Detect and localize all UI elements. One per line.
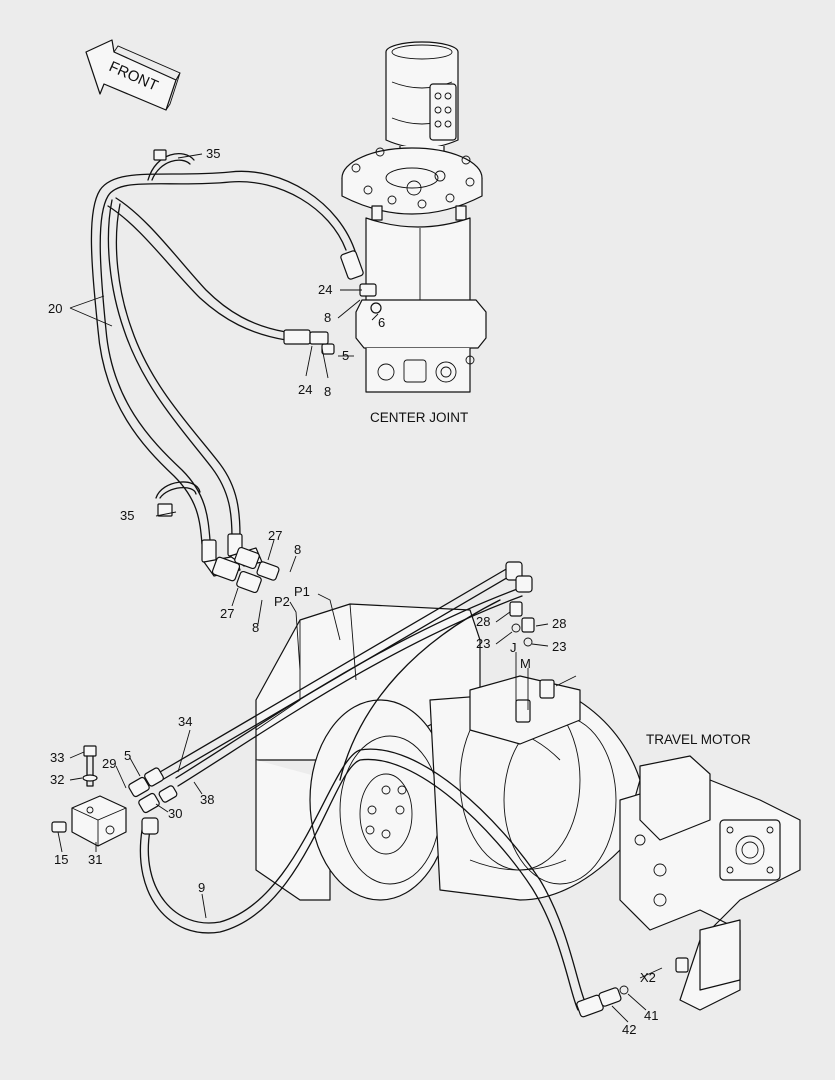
label-23-left: 23 xyxy=(476,636,490,651)
label-p1: P1 xyxy=(294,584,310,599)
label-27-upper: 27 xyxy=(268,528,282,543)
label-m: M xyxy=(520,656,531,671)
block-31 xyxy=(71,795,127,847)
label-8-upper: 8 xyxy=(324,310,331,325)
label-24-lower: 24 xyxy=(298,382,312,397)
washer-32 xyxy=(82,774,98,782)
label-42: 42 xyxy=(622,1022,636,1037)
travel-motor xyxy=(255,603,801,1011)
caption-center-joint: CENTER JOINT xyxy=(370,410,468,425)
label-32: 32 xyxy=(50,772,64,787)
band-clip-upper xyxy=(147,149,195,181)
label-38: 38 xyxy=(200,792,214,807)
label-35-lower: 35 xyxy=(120,508,134,523)
label-29: 29 xyxy=(102,756,116,771)
part-labels: 35 35 20 24 8 6 5 24 8 27 8 P1 P2 27 8 2… xyxy=(48,146,751,1037)
label-j: J xyxy=(510,640,517,655)
hose-20-assembly xyxy=(90,170,364,594)
caption-travel-motor: TRAVEL MOTOR xyxy=(646,732,751,747)
center-joint xyxy=(321,41,487,393)
label-x2: X2 xyxy=(640,970,656,985)
label-34: 34 xyxy=(178,714,192,729)
label-27-lower: 27 xyxy=(220,606,234,621)
label-20: 20 xyxy=(48,301,62,316)
front-arrow: FRONT xyxy=(85,39,181,111)
plug-15 xyxy=(51,821,67,833)
pilot-hoses xyxy=(128,561,535,814)
label-6: 6 xyxy=(378,315,385,330)
label-41: 41 xyxy=(644,1008,658,1023)
label-8-p2: 8 xyxy=(252,620,259,635)
label-30: 30 xyxy=(168,806,182,821)
bolt-33 xyxy=(83,745,97,787)
label-31: 31 xyxy=(88,852,102,867)
label-8-lower: 8 xyxy=(324,384,331,399)
label-23-right: 23 xyxy=(552,639,566,654)
label-p2: P2 xyxy=(274,594,290,609)
label-5-lower: 5 xyxy=(124,748,131,763)
label-24-upper: 24 xyxy=(318,282,332,297)
label-28-right: 28 xyxy=(552,616,566,631)
label-8-p1: 8 xyxy=(294,542,301,557)
label-5-upper: 5 xyxy=(342,348,349,363)
label-15: 15 xyxy=(54,852,68,867)
leader-lines xyxy=(57,153,663,1023)
band-clip-lower xyxy=(155,481,201,517)
hose-9 xyxy=(139,748,629,1018)
label-35-upper: 35 xyxy=(206,146,220,161)
label-9: 9 xyxy=(198,880,205,895)
label-33: 33 xyxy=(50,750,64,765)
label-28-left: 28 xyxy=(476,614,490,629)
